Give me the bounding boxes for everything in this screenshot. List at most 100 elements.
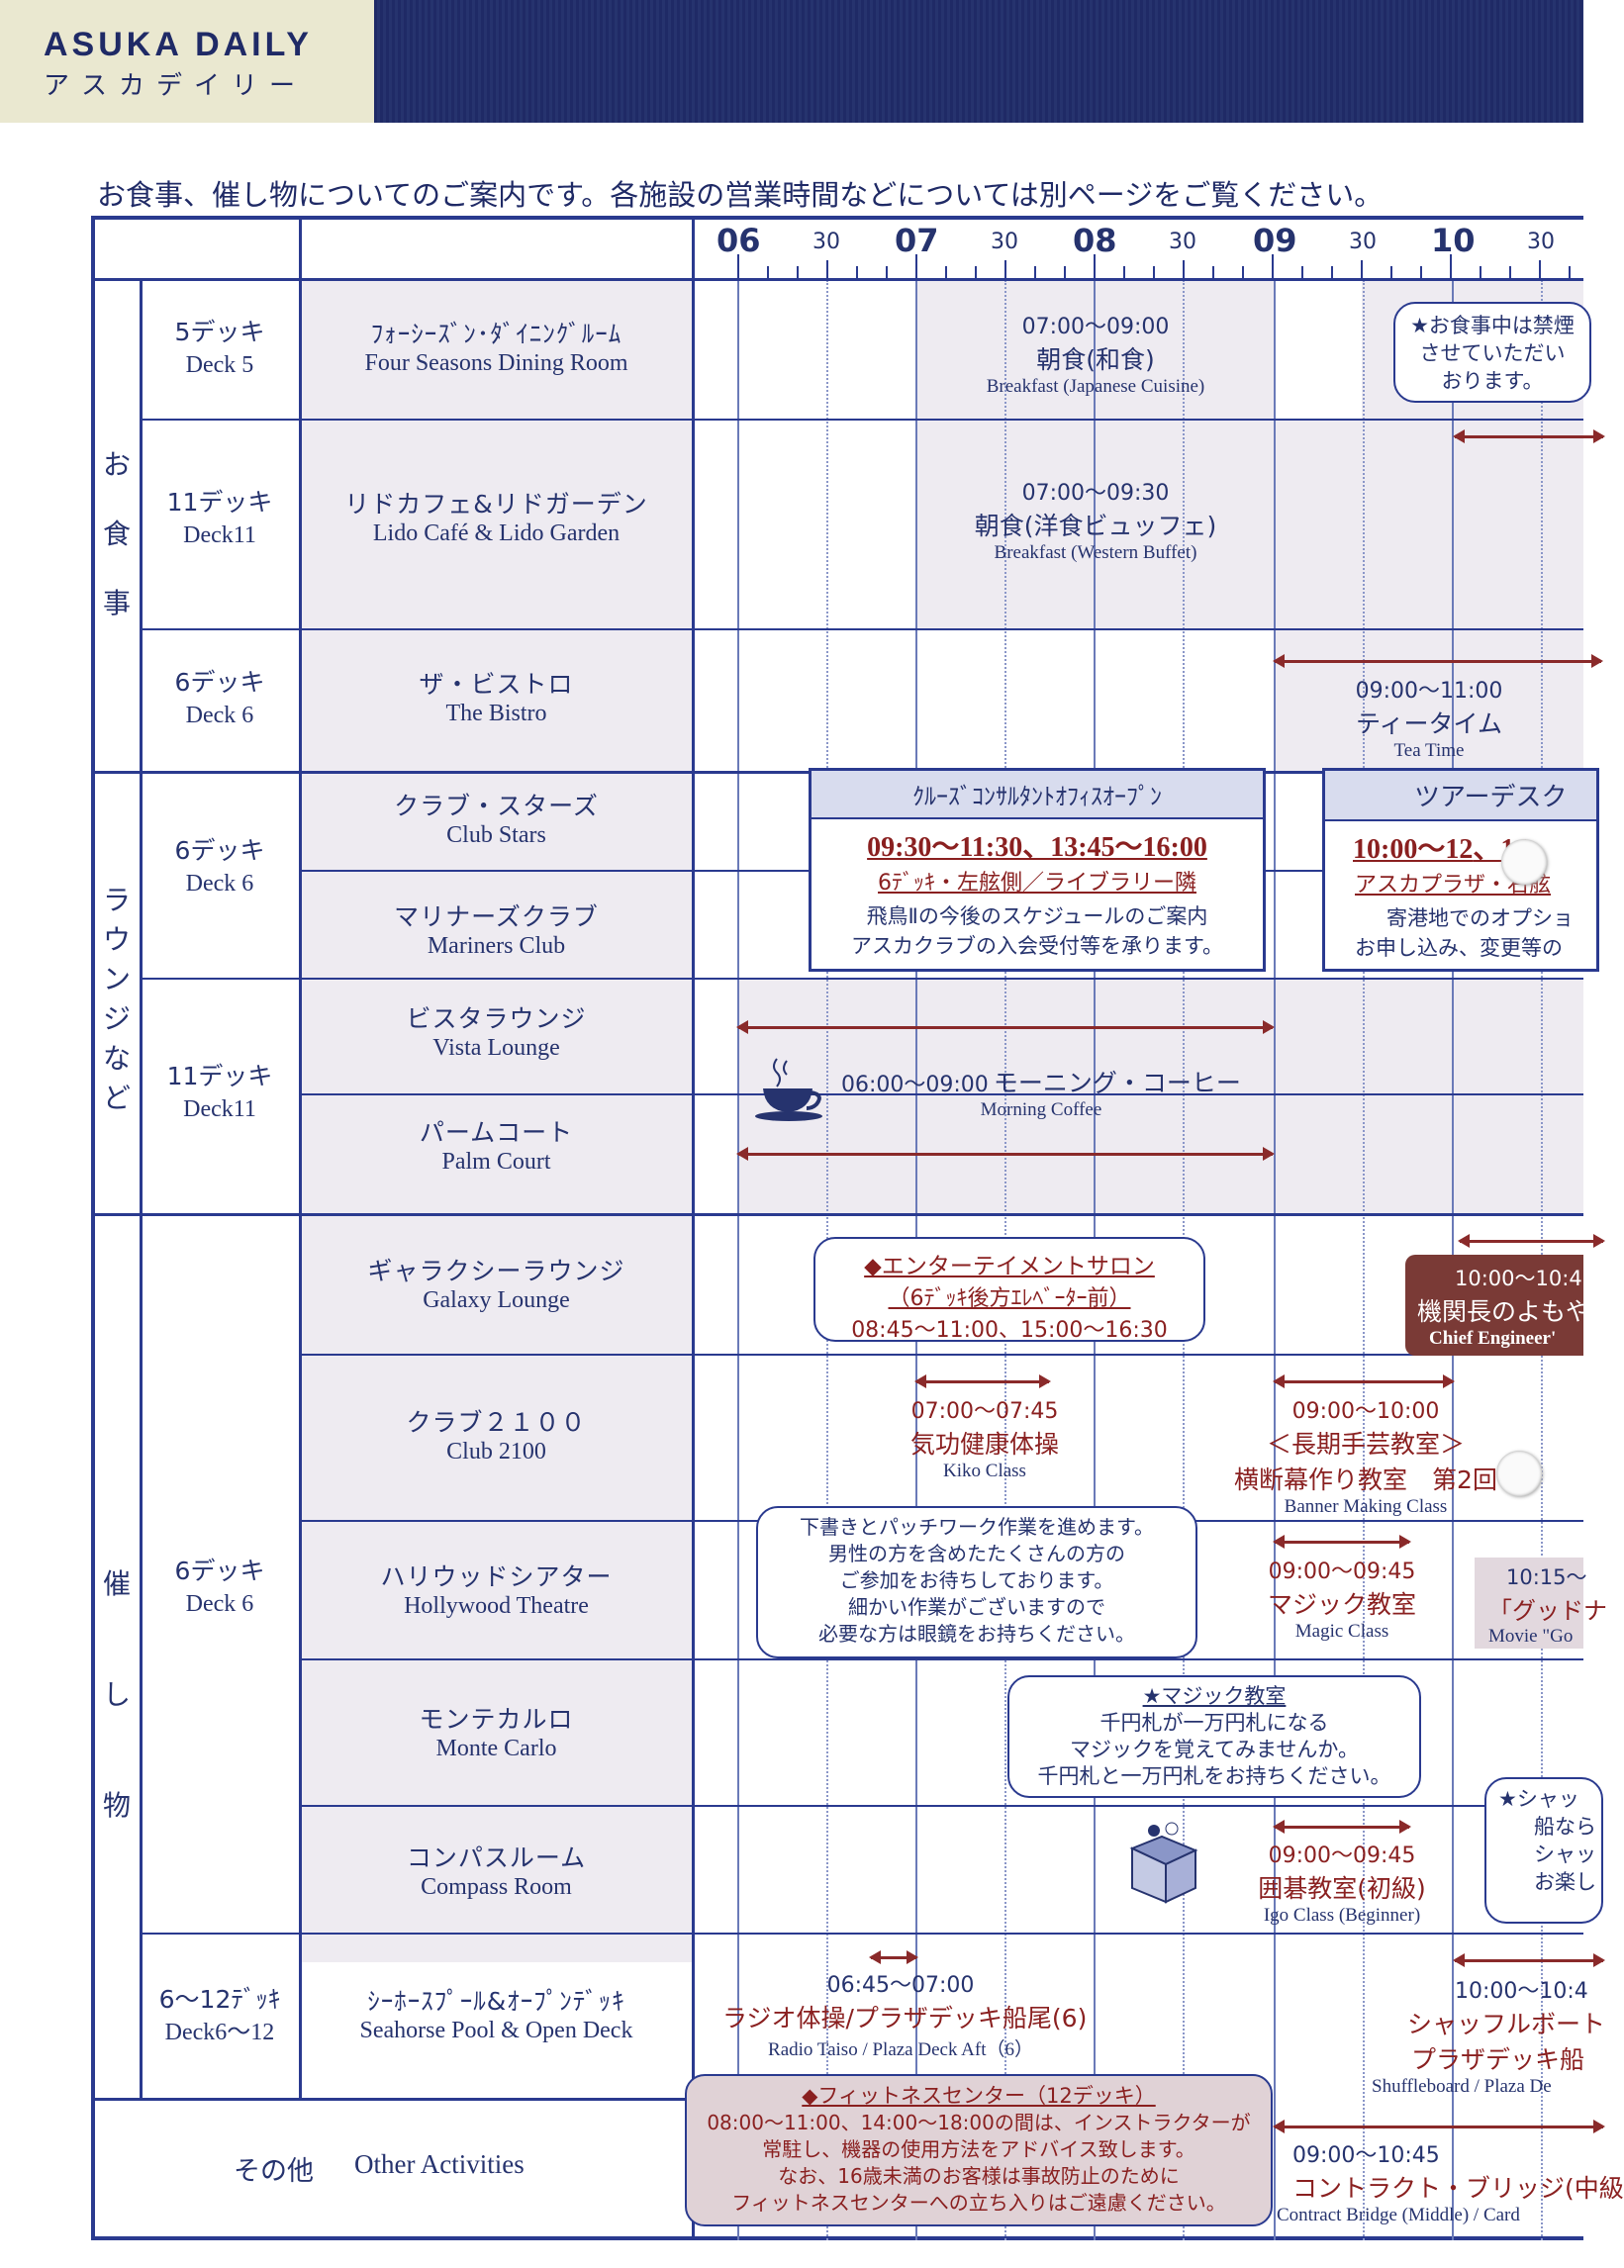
shade-bistro (1275, 630, 1583, 771)
time-tick (797, 266, 799, 278)
header-stripe-band (374, 0, 1583, 123)
half-0730: 30 (991, 230, 1018, 254)
event-chief-engineer: 10:00〜10:4 機関長のよもや Chief Engineer' (1405, 1255, 1590, 1356)
magic-note: ★マジック教室 千円札が一万円札になるマジックを覚えてみませんか。千円札と一万円… (1007, 1675, 1421, 1798)
time-tick (975, 266, 977, 278)
brand-title: ASUKA DAILY (44, 26, 313, 63)
schedule-table (91, 216, 1583, 2240)
coffee-cup-icon (755, 1058, 822, 1121)
time-tick (1123, 266, 1125, 278)
time-tick (1331, 266, 1333, 278)
shade-lido (916, 421, 1583, 628)
header-brand-panel (0, 0, 374, 123)
row-line-2 (140, 628, 1583, 630)
time-tick (826, 260, 828, 278)
time-tick (1539, 260, 1541, 278)
arrow-coffee-vista (736, 1020, 1275, 1034)
time-tick (886, 266, 888, 278)
grid-0930 (1363, 280, 1365, 2240)
col-line-category (140, 280, 143, 2098)
time-tick (1034, 266, 1036, 278)
arrow-kiko (914, 1374, 1051, 1388)
half-0830: 30 (1169, 230, 1196, 254)
time-tick (1420, 266, 1422, 278)
hour-07: 07 (895, 222, 939, 259)
arrow-banner (1273, 1374, 1455, 1388)
event-movie: 10:15〜 「グッドナ Movie "Go (1475, 1558, 1607, 1649)
shuffleboard-note: ★シャッ船ならシャッお楽し (1484, 1777, 1603, 1924)
arrow-dining-late (1453, 429, 1605, 443)
hour-09: 09 (1253, 222, 1297, 259)
time-tick (1094, 254, 1096, 278)
entertainment-salon-note: ◆エンターテイメントサロン （6ﾃﾞｯｷ後方ｴﾚﾍﾞｰﾀｰ前） 08:45〜11… (813, 1237, 1205, 1343)
arrow-shuffleboard (1453, 1953, 1605, 1967)
event-shuffleboard: 10:00〜10:4 シャッフルボート プラザデッキ船 Shuffleboard… (1372, 1979, 1606, 2097)
event-morning-coffee: 06:00〜09:00 モーニング・コーヒー Morning Coffee (841, 1069, 1241, 1120)
shade-lounge-late (1275, 980, 1583, 1213)
punch-hole-top (1501, 839, 1547, 885)
time-tick (1480, 266, 1481, 278)
time-tick (1390, 266, 1392, 278)
time-tick (1509, 266, 1511, 278)
row-line-5 (140, 978, 1583, 980)
half-0930: 30 (1349, 230, 1377, 254)
intro-text: お食事、催し物についてのご案内です。各施設の営業時間などについては別ページをご覧… (97, 178, 1384, 212)
hour-08: 08 (1073, 222, 1117, 259)
time-tick (856, 266, 858, 278)
row-line-10 (299, 1658, 1583, 1660)
time-tick (1004, 260, 1006, 278)
grid-06 (737, 280, 739, 2240)
category-events: 催し物 (102, 1567, 131, 1822)
half-0630: 30 (812, 230, 840, 254)
time-tick (767, 266, 769, 278)
arrow-bridge (1273, 2120, 1605, 2133)
fitness-center-note: ◆フィットネスセンター（12デッキ） 08:00〜11:00、14:00〜18:… (685, 2074, 1273, 2226)
hour-06: 06 (716, 222, 761, 259)
time-tick (1569, 266, 1571, 278)
row-line-12 (140, 1933, 1583, 1935)
arrow-coffee-palm (736, 1147, 1275, 1161)
time-tick (1153, 266, 1155, 278)
banner-note: 下書きとパッチワーク作業を進めます。男性の方を含めたたくさんの方のご参加をお待ち… (756, 1506, 1197, 1658)
arrow-magic (1273, 1535, 1411, 1549)
shade-breakfast-jp (916, 280, 1275, 419)
half-1030: 30 (1527, 230, 1555, 254)
time-tick (1183, 260, 1185, 278)
category-other: その他 (234, 2156, 314, 2187)
section-line-events (91, 2098, 695, 2101)
arrow-tea-time (1273, 654, 1603, 668)
time-tick (1064, 266, 1066, 278)
time-tick (1272, 254, 1274, 278)
hour-10: 10 (1431, 222, 1476, 259)
time-tick (1361, 260, 1363, 278)
grid-09 (1274, 280, 1276, 2240)
punch-hole-bottom (1496, 1451, 1542, 1496)
row-line-6 (299, 1093, 1583, 1095)
venue-column-shade (301, 280, 692, 1962)
header-bottom-line (91, 278, 1583, 281)
time-tick (737, 254, 739, 278)
time-tick (1242, 266, 1244, 278)
